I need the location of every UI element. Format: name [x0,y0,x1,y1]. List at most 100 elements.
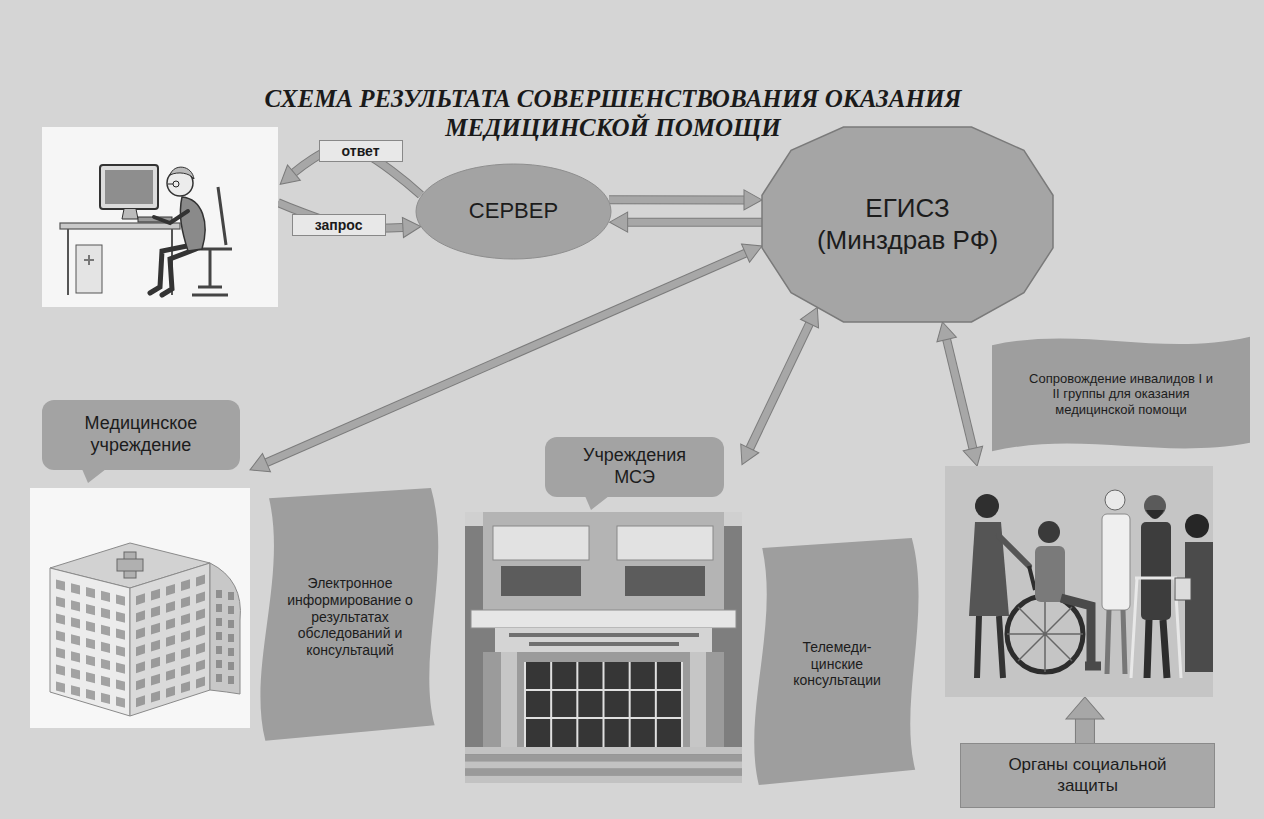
label-bubble: Учреждения МСЭ [545,437,724,497]
picture-ground [30,488,250,728]
carer-head [975,494,999,518]
window [181,664,190,676]
polygon-outline [762,127,1053,322]
banner-text: Телемеди- цинские консультации [782,639,892,689]
upper-window [501,566,581,596]
user-picture [42,127,278,307]
window [136,627,145,639]
clerk-head [1185,514,1209,538]
institution-label: Учреждения МСЭ [575,445,695,488]
window [101,642,110,653]
connector-outline [609,195,744,204]
mse-node: Учреждения МСЭ [465,437,742,783]
window [71,617,80,628]
window [216,674,222,682]
window [136,695,145,707]
window [181,596,190,608]
lower-wall [483,652,724,747]
window [86,621,95,632]
window [101,676,110,687]
bubble-tail [585,496,609,510]
edge-label-box: ответ [319,140,403,162]
connector-outline [1075,719,1095,743]
window [86,689,95,700]
window [71,583,80,594]
window [101,625,110,636]
carer-legs [977,616,1003,678]
diagram-title: СХЕМА РЕЗУЛЬТАТА СОВЕРШЕНСТВОВАНИЯ ОКАЗА… [213,84,1013,142]
text-block: Органы социальной защиты [993,755,1183,796]
photo-ground [465,512,742,783]
banner-outline [260,488,438,741]
window [136,678,145,690]
window [71,668,80,679]
edge-label-box: запрос [292,214,386,236]
balcony [617,526,713,560]
clipboard [1175,578,1191,600]
window [196,592,205,604]
box-label: Органы социальной защиты [993,755,1183,796]
desk-leg [67,229,69,295]
door-frame [525,662,682,747]
roof-cross [117,559,143,571]
person-arm [154,211,188,223]
stair-step [465,754,742,761]
window [116,646,125,657]
monitor-stand [122,209,138,219]
window [101,591,110,602]
connector-arrow [750,324,810,449]
text-block: ЕГИСЗ (Минздрав РФ) [808,193,1008,255]
balcony [493,526,589,560]
window [166,601,175,613]
window [216,604,222,612]
bubble-tail-shape [82,469,106,483]
window [116,629,125,640]
nurse-body [1102,514,1130,610]
column [501,652,517,747]
connector-body [609,196,744,203]
text-block: Медицинское учреждение [61,413,221,456]
man-beard [1146,510,1164,519]
window [228,606,234,614]
picture-ground [42,127,278,307]
window [216,632,222,640]
bubble-tail [82,469,106,483]
banner-outline [754,538,918,785]
nurse-legs [1107,610,1125,674]
edge-label: запрос [315,217,363,233]
text-block: Сопровождение инвалидов I и II группы дл… [1026,371,1216,418]
window [136,644,145,656]
patient-head [1038,521,1060,543]
connector-body [750,324,810,449]
social-protection-box: Органы социальной защиты [960,743,1215,808]
connector-outline [947,339,973,448]
window [228,592,234,600]
window [151,606,160,618]
stair-step [465,769,742,776]
window [228,634,234,642]
window [216,660,222,668]
window [101,608,110,619]
window [136,661,145,673]
window [166,635,175,647]
people-picture [945,466,1213,697]
canopy [471,610,736,628]
wheelchair-spokes [1007,596,1083,672]
window [116,612,125,623]
connector-arrow [628,222,762,223]
egisz-label: ЕГИСЗ (Минздрав РФ) [808,193,1008,255]
connector-arrow [1084,719,1085,743]
window [196,677,205,689]
stair-step [465,747,742,754]
window [116,697,125,708]
window [56,665,65,676]
picture-ground [945,466,1213,697]
building-left-face [50,568,130,716]
pc-tower [76,245,102,293]
window [136,593,145,605]
walker [1131,578,1181,678]
mse-picture [465,512,742,783]
window [166,618,175,630]
window [116,663,125,674]
